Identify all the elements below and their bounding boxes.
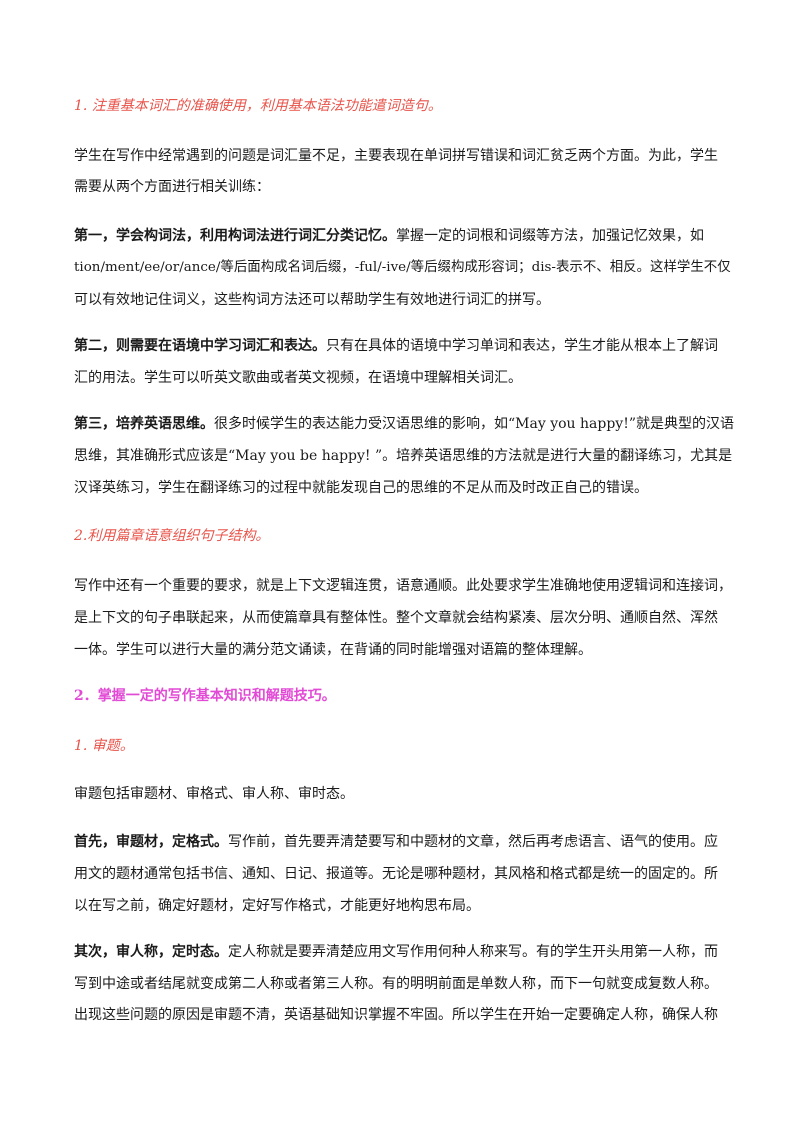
text-line: 以在写之前，确定好题材，定好写作格式，才能更好地构思布局。 xyxy=(74,898,480,914)
bold-lead: 第二，则需要在语境中学习词汇和表达。 xyxy=(74,338,326,354)
text-line: 一体。学生可以进行大量的满分范文诵读，在背诵的同时能增强对语篇的整体理解。 xyxy=(74,642,592,658)
text-run: 掌握一定的词根和词缀等方法，加强记忆效果，如 xyxy=(396,228,704,244)
text-line: 出现这些问题的原因是审题不清，英语基础知识掌握不牢固。所以学生在开始一定要确定人… xyxy=(74,1007,718,1023)
text-line: 审题包括审题材、审格式、审人称、审时态。 xyxy=(74,786,354,802)
text-line: 需要从两个方面进行相关训练： xyxy=(74,179,270,195)
text-line: 首先，审题材，定格式。写作前，首先要弄清楚要写和中题材的文章，然后再考虑语言、语… xyxy=(74,832,718,852)
text-line: 是上下文的句子串联起来，从而使篇章具有整体性。整个文章就会结构紧凑、层次分明、通… xyxy=(74,610,718,626)
text-line: 第三，培养英语思维。很多时候学生的表达能力受汉语思维的影响，如“May you … xyxy=(74,414,734,434)
text-line: 写到中途或者结尾就变成第二人称或者第三人称。有的明明前面是单数人称，而下一句就变… xyxy=(74,976,718,992)
text-run: 定人称就是要弄清楚应用文写作用何种人称来写。有的学生开头用第一人称，而 xyxy=(228,944,718,960)
bold-lead: 第三，培养英语思维。 xyxy=(74,416,214,432)
heading-text: 1. 审题。 xyxy=(74,738,134,754)
bold-lead: 首先，审题材，定格式。 xyxy=(74,834,228,850)
text-line: 思维，其准确形式应该是“May you be happy! ”。培养英语思维的方… xyxy=(74,448,733,464)
text-run: 写作前，首先要弄清楚要写和中题材的文章，然后再考虑语言、语气的使用。应 xyxy=(228,834,718,850)
heading-text: 1. 注重基本词汇的准确使用，利用基本语法功能遣词造句。 xyxy=(74,98,442,114)
heading-text: 2.利用篇章语意组织句子结构。 xyxy=(74,528,270,544)
bold-lead: 其次，审人称，定时态。 xyxy=(74,944,228,960)
text-line: 其次，审人称，定时态。定人称就是要弄清楚应用文写作用何种人称来写。有的学生开头用… xyxy=(74,942,718,962)
text-line: 第二，则需要在语境中学习词汇和表达。只有在具体的语境中学习单词和表达，学生才能从… xyxy=(74,336,718,356)
text-line: tion/ment/ee/or/ance/等后面构成名词后缀，-ful/-ive… xyxy=(74,260,731,275)
heading-text: 2．掌握一定的写作基本知识和解题技巧。 xyxy=(74,688,336,704)
text-line: 第一，学会构词法，利用构词法进行词汇分类记忆。掌握一定的词根和词缀等方法，加强记… xyxy=(74,226,704,246)
text-line: 写作中还有一个重要的要求，就是上下文逻辑连贯，语意通顺。此处要求学生准确地使用逻… xyxy=(74,578,732,594)
bold-lead: 第一，学会构词法，利用构词法进行词汇分类记忆。 xyxy=(74,228,396,244)
text-line: 用文的题材通常包括书信、通知、日记、报道等。无论是哪种题材，其风格和格式都是统一… xyxy=(74,866,718,882)
text-line: 学生在写作中经常遇到的问题是词汇量不足，主要表现在单词拼写错误和词汇贫乏两个方面… xyxy=(74,148,718,164)
text-line: 汉译英练习，学生在翻译练习的过程中就能发现自己的思维的不足从而及时改正自己的错误… xyxy=(74,480,648,496)
text-run: 很多时候学生的表达能力受汉语思维的影响，如“May you happy!”就是典… xyxy=(214,416,734,432)
text-run: 只有在具体的语境中学习单词和表达，学生才能从根本上了解词 xyxy=(326,338,718,354)
text-line: 汇的用法。学生可以听英文歌曲或者英文视频，在语境中理解相关词汇。 xyxy=(74,370,522,386)
text-line: 可以有效地记住词义，这些构词方法还可以帮助学生有效地进行词汇的拼写。 xyxy=(74,292,550,308)
